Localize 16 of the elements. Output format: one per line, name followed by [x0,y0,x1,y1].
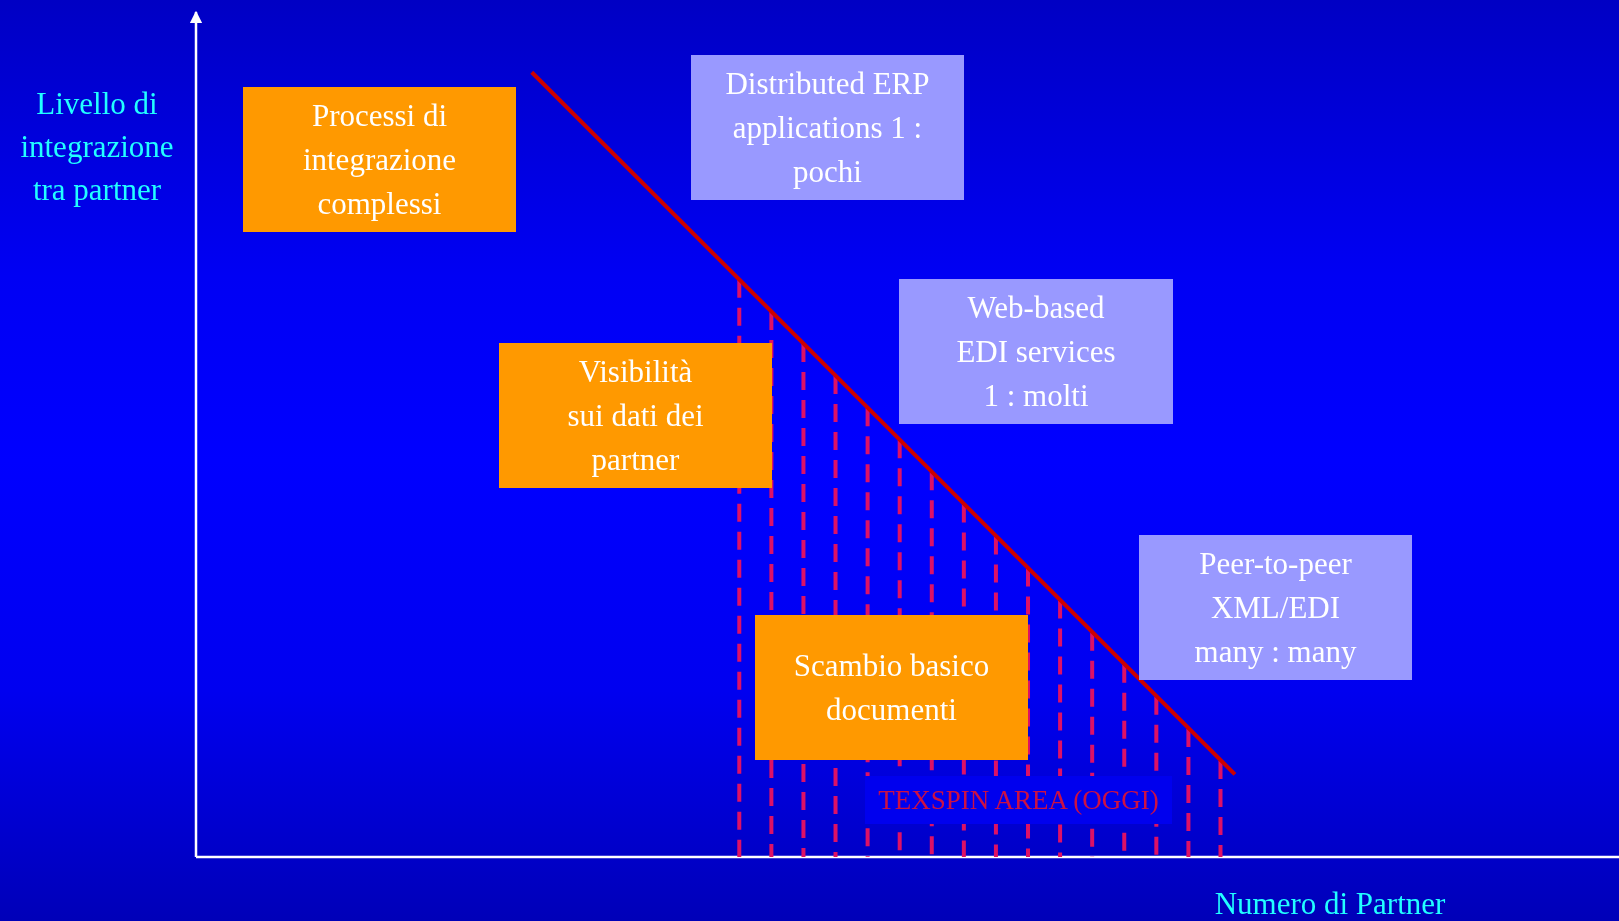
box-text: Peer-to-peer XML/EDI many : many [1193,544,1358,671]
box-text: Processi di integrazione complessi [301,96,458,223]
process-box [243,87,516,232]
box-text: Distributed ERP applications 1 : pochi [724,64,931,191]
area-box [865,776,1172,824]
box-text: Scambio basico documenti [792,646,991,729]
axis-title: Livello di integrazione tra partner [19,85,175,209]
box-text: Web-based EDI services 1 : molti [955,288,1117,415]
technology-box [899,279,1173,424]
process-box [499,343,772,488]
technology-box [691,55,964,200]
axis-title: Numero di Partner [1213,885,1447,921]
box-text: Visibilità sui dati dei partner [566,352,705,479]
technology-box [1139,535,1412,680]
process-box [755,615,1028,760]
box-text: TEXSPIN AREA (OGGI) [878,784,1159,816]
